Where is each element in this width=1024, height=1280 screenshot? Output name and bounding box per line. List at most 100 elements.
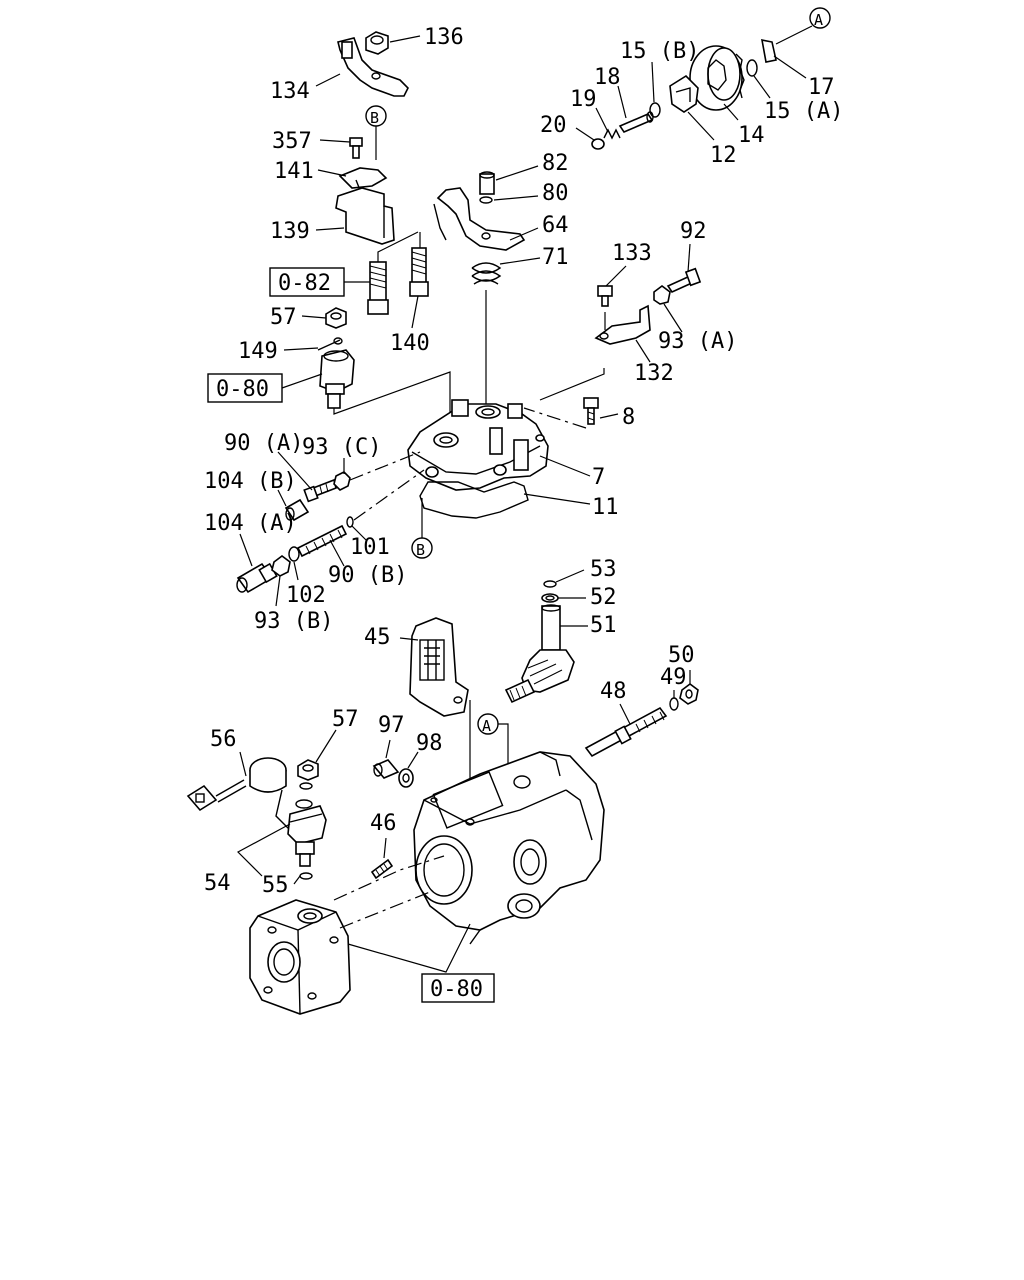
label-8: 8 bbox=[622, 405, 635, 430]
label-52: 52 bbox=[590, 585, 617, 610]
bolt-140 bbox=[409, 247, 429, 297]
marker-b-top: B bbox=[365, 105, 387, 160]
flange-plate bbox=[249, 899, 351, 1015]
bolt-357 bbox=[349, 137, 363, 159]
label-93c: 93 (C) bbox=[302, 435, 381, 460]
label-15b: 15 (B) bbox=[620, 39, 699, 64]
label-357: 357 bbox=[272, 129, 312, 154]
screw-8 bbox=[583, 397, 599, 425]
label-54: 54 bbox=[204, 871, 231, 896]
nut-57-top bbox=[325, 307, 347, 329]
label-49: 49 bbox=[660, 665, 687, 690]
screw-104a bbox=[236, 562, 278, 594]
label-48: 48 bbox=[600, 679, 627, 704]
ref-0-80-top: 0-80 bbox=[216, 377, 269, 402]
washer-15a bbox=[746, 59, 758, 77]
valve-51 bbox=[504, 604, 575, 704]
svg-text:B: B bbox=[416, 541, 425, 559]
oring-53 bbox=[543, 580, 557, 588]
label-56: 56 bbox=[210, 727, 237, 752]
governor-cover-7 bbox=[407, 399, 549, 491]
label-136: 136 bbox=[424, 25, 464, 50]
bolt-90a bbox=[303, 478, 337, 503]
nut-93c bbox=[333, 471, 351, 491]
bracket-132 bbox=[594, 304, 651, 345]
label-45: 45 bbox=[364, 625, 391, 650]
label-17: 17 bbox=[808, 75, 835, 100]
label-93b: 93 (B) bbox=[254, 609, 333, 634]
label-149: 149 bbox=[238, 339, 278, 364]
label-82: 82 bbox=[542, 151, 569, 176]
bracket-134 bbox=[337, 37, 409, 97]
marker-a-top: A bbox=[775, 7, 831, 45]
gear-14 bbox=[689, 45, 745, 111]
bolt-97 bbox=[372, 759, 400, 779]
label-80: 80 bbox=[542, 181, 569, 206]
svg-text:B: B bbox=[370, 109, 379, 127]
shaft-48 bbox=[584, 706, 668, 758]
label-98: 98 bbox=[416, 731, 443, 756]
label-19: 19 bbox=[570, 87, 597, 112]
plate-17 bbox=[761, 38, 777, 63]
oring-55 bbox=[299, 872, 313, 880]
label-92: 92 bbox=[680, 219, 707, 244]
label-139: 139 bbox=[270, 219, 310, 244]
weight-12 bbox=[669, 74, 699, 113]
label-132: 132 bbox=[634, 361, 674, 386]
label-64: 64 bbox=[542, 213, 569, 238]
ring-80 bbox=[479, 196, 493, 204]
label-104a: 104 (A) bbox=[204, 511, 297, 536]
gasket-11 bbox=[419, 481, 529, 519]
label-97: 97 bbox=[378, 713, 405, 738]
label-11: 11 bbox=[592, 495, 619, 520]
washer-102 bbox=[288, 546, 300, 562]
bracket-139 bbox=[335, 187, 395, 245]
washer-52 bbox=[541, 593, 559, 603]
switch-54 bbox=[287, 799, 327, 867]
oring-101 bbox=[346, 516, 354, 528]
sensor-56 bbox=[186, 757, 291, 831]
marker-b-bottom: B bbox=[411, 498, 433, 559]
stud-0-82 bbox=[367, 261, 389, 315]
label-53: 53 bbox=[590, 557, 617, 582]
washer-15b bbox=[649, 102, 661, 118]
plate-141 bbox=[338, 167, 388, 191]
spring-19 bbox=[603, 128, 621, 140]
label-55: 55 bbox=[262, 873, 289, 898]
label-15a: 15 (A) bbox=[764, 99, 843, 124]
lever-64 bbox=[433, 187, 526, 251]
ref-box-0-82 bbox=[269, 267, 345, 297]
label-50: 50 bbox=[668, 643, 695, 668]
label-51: 51 bbox=[590, 613, 617, 638]
washer-93a bbox=[653, 285, 671, 305]
ref-0-80-bottom: 0-80 bbox=[430, 977, 483, 1002]
nut-93b bbox=[271, 555, 291, 577]
nut-136 bbox=[365, 31, 389, 55]
label-46: 46 bbox=[370, 811, 397, 836]
collar-82 bbox=[479, 171, 495, 195]
solenoid-0-80 bbox=[319, 349, 355, 409]
screw-133 bbox=[597, 285, 613, 307]
label-90a: 90 (A) bbox=[224, 431, 303, 456]
label-57-lower: 57 bbox=[332, 707, 359, 732]
washer-98 bbox=[398, 768, 414, 788]
label-133: 133 bbox=[612, 241, 652, 266]
stud-46 bbox=[370, 858, 394, 880]
label-141: 141 bbox=[274, 159, 314, 184]
label-101: 101 bbox=[350, 535, 390, 560]
ref-0-82: 0-82 bbox=[278, 271, 331, 296]
pump-housing bbox=[413, 751, 605, 945]
svg-text:A: A bbox=[814, 11, 823, 29]
shaft-18 bbox=[618, 111, 654, 133]
label-104b: 104 (B) bbox=[204, 469, 297, 494]
label-71: 71 bbox=[542, 245, 569, 270]
bolt-92 bbox=[666, 267, 702, 294]
plug-20 bbox=[591, 138, 605, 150]
label-134: 134 bbox=[270, 79, 310, 104]
label-90b: 90 (B) bbox=[328, 563, 407, 588]
adjust-screw-90b bbox=[296, 524, 348, 558]
label-20: 20 bbox=[540, 113, 567, 138]
washer-49 bbox=[669, 697, 679, 711]
label-102: 102 bbox=[286, 583, 326, 608]
